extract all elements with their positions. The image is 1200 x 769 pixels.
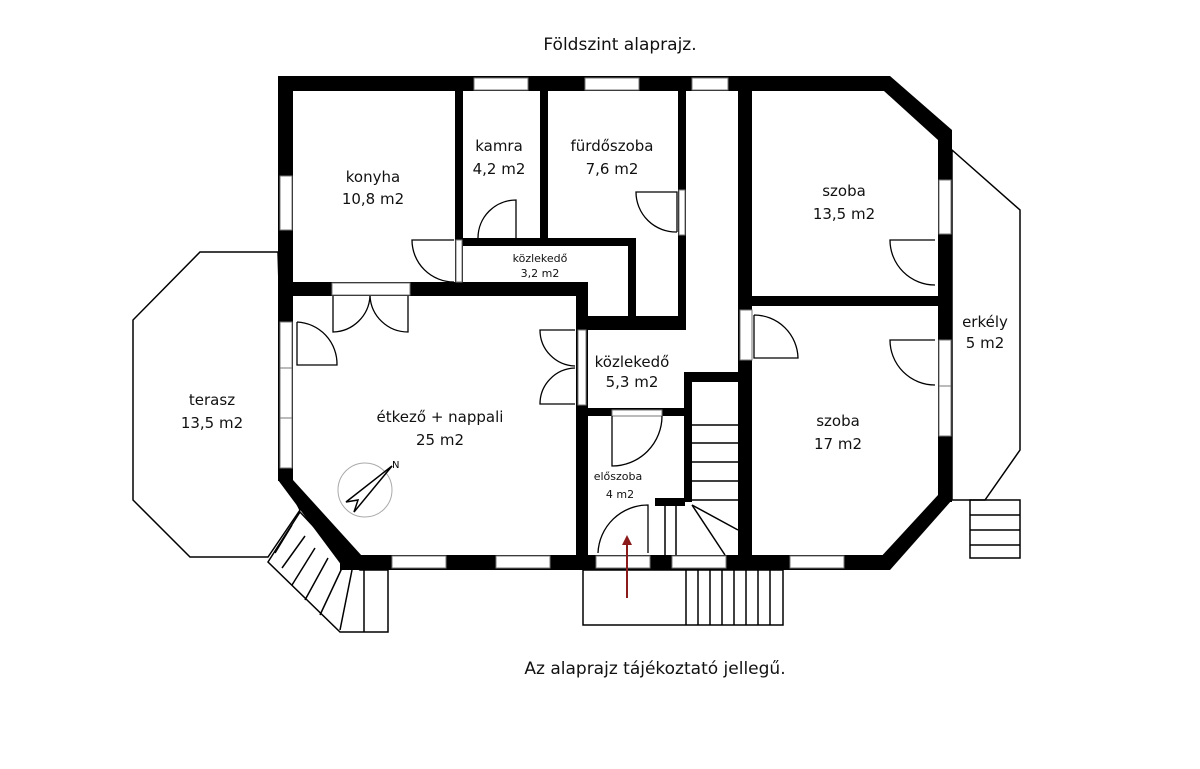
doors [296, 191, 936, 554]
room-name: konyha [346, 168, 400, 186]
room-name: előszoba [594, 470, 643, 483]
internal-staircase [664, 424, 739, 556]
room-name: szoba [822, 182, 866, 200]
room-area: 4 m2 [606, 488, 634, 501]
room-area: 5,3 m2 [606, 373, 659, 391]
room-name: étkező + nappali [377, 408, 504, 426]
room-area: 13,5 m2 [181, 414, 243, 432]
balcony-stairs [969, 499, 1021, 559]
room-area: 10,8 m2 [342, 190, 404, 208]
room-area: 5 m2 [966, 334, 1004, 352]
room-name: fürdőszoba [571, 137, 654, 155]
room-area: 13,5 m2 [813, 205, 875, 223]
room-name: szoba [816, 412, 860, 430]
room-area: 7,6 m2 [586, 160, 639, 178]
svg-text:N: N [392, 460, 399, 471]
room-name: közlekedő [513, 252, 568, 265]
entrance-porch [582, 569, 784, 626]
plan-title: Földszint alaprajz. [543, 35, 696, 55]
room-name: erkély [962, 313, 1008, 331]
windows [279, 77, 952, 569]
terrace-stairs [267, 510, 389, 633]
room-area: 25 m2 [416, 431, 464, 449]
plan-footer: Az alaprajz tájékoztató jellegű. [524, 659, 785, 679]
room-name: kamra [475, 137, 523, 155]
room-area: 4,2 m2 [473, 160, 526, 178]
north-arrow-icon: N [337, 460, 399, 518]
room-name: közlekedő [595, 353, 670, 371]
room-area: 3,2 m2 [521, 267, 560, 280]
entrance-arrow-head [622, 535, 632, 545]
room-name: terasz [189, 391, 235, 409]
room-area: 17 m2 [814, 435, 862, 453]
